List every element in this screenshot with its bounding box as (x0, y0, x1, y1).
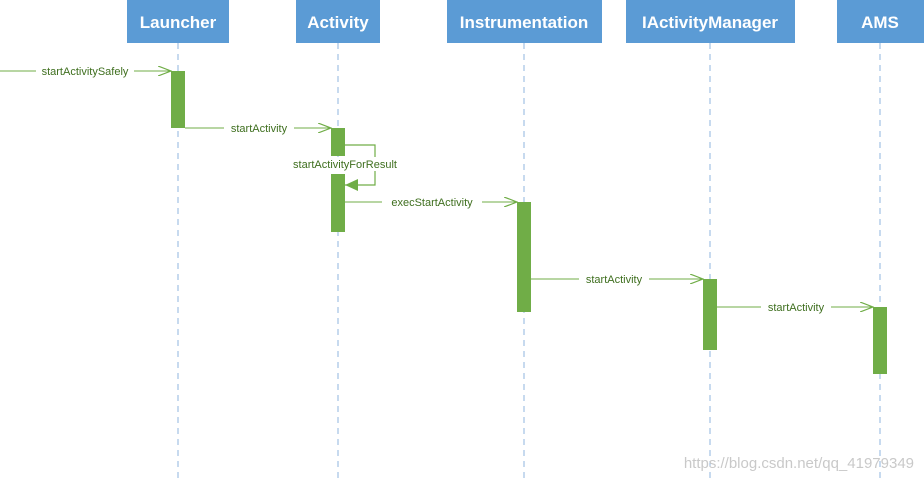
message-start-activity-for-result-label-bg (284, 157, 406, 171)
activation-iactivitymanager (703, 279, 717, 350)
message-exec-start-activity-label: execStartActivity (391, 197, 473, 209)
message-start-activity-2-label-bg (579, 272, 649, 286)
participant-instrumentation-box (447, 0, 602, 43)
participant-ams-label: AMS (861, 13, 899, 32)
message-start-activity-safely-label-bg (36, 64, 134, 78)
activation-ams (873, 307, 887, 374)
message-start-activity-for-result-label: startActivityForResult (293, 159, 397, 171)
message-exec-start-activity-label-bg (382, 195, 482, 209)
participant-activity-box (296, 0, 380, 43)
participant-instrumentation: Instrumentation (447, 0, 602, 43)
message-start-activity-1-label: startActivity (231, 123, 288, 135)
participant-activity-label: Activity (307, 13, 369, 32)
activation-launcher (171, 71, 185, 128)
message-start-activity-1-label-bg (224, 121, 294, 135)
participant-ams: AMS (837, 0, 924, 43)
message-start-activity-safely-label: startActivitySafely (42, 66, 129, 78)
messages: startActivitySafely startActivity startA… (0, 64, 873, 314)
activation-activity-second (331, 174, 345, 232)
activation-activity-first (331, 128, 345, 156)
message-start-activity-3-label-bg (761, 300, 831, 314)
activation-bars (171, 71, 887, 374)
participant-launcher: Launcher (127, 0, 229, 43)
message-start-activity-3-label: startActivity (768, 302, 825, 314)
participant-ams-box (837, 0, 924, 43)
participant-iactivitymanager-label: IActivityManager (642, 13, 778, 32)
activation-instrumentation (517, 202, 531, 312)
watermark-text: https://blog.csdn.net/qq_41979349 (684, 455, 914, 472)
participants: Launcher Activity Instrumentation IActiv… (127, 0, 924, 43)
lifelines (177, 43, 881, 481)
participant-activity: Activity (296, 0, 380, 43)
participant-instrumentation-label: Instrumentation (460, 13, 588, 32)
participant-launcher-label: Launcher (140, 13, 217, 32)
participant-iactivitymanager: IActivityManager (626, 0, 795, 43)
participant-launcher-box (127, 0, 229, 43)
participant-iactivitymanager-box (626, 0, 795, 43)
message-start-activity-2-label: startActivity (586, 274, 643, 286)
